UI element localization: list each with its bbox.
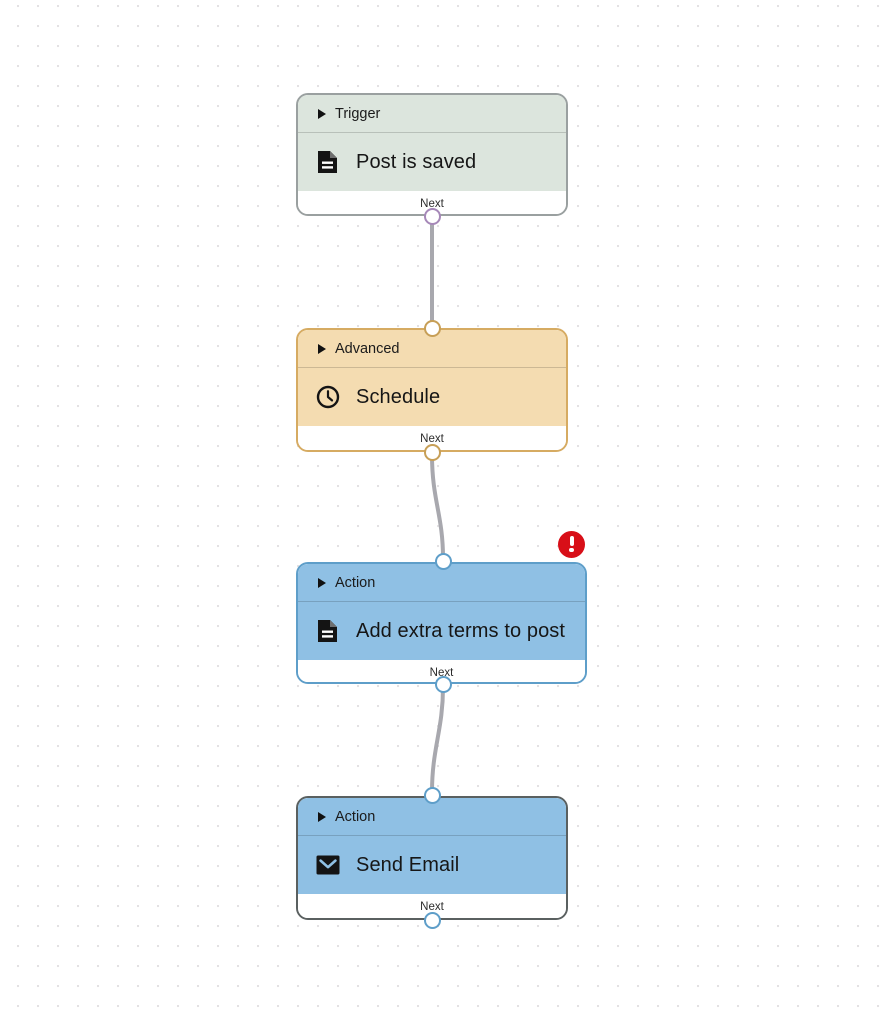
node-header[interactable]: Action	[298, 564, 585, 602]
node-body[interactable]: Send Email	[298, 836, 566, 894]
collapse-triangle-icon[interactable]	[318, 811, 326, 822]
port-in-action-1[interactable]	[434, 552, 452, 570]
envelope-icon	[316, 853, 340, 877]
error-badge[interactable]	[558, 531, 585, 558]
node-title: Send Email	[356, 853, 460, 876]
node-type-label: Action	[335, 574, 376, 591]
node-body[interactable]: Add extra terms to post	[298, 602, 585, 660]
document-icon	[316, 619, 340, 643]
exclamation-icon	[569, 536, 574, 546]
node-title: Post is saved	[356, 150, 477, 173]
edge-advanced-to-action-1	[430, 453, 445, 560]
node-title: Schedule	[356, 385, 441, 408]
exclamation-dot	[569, 548, 574, 553]
port-in-advanced[interactable]	[423, 319, 441, 337]
port-out-action-2[interactable]	[423, 911, 441, 929]
node-next-footer[interactable]: Next	[298, 191, 566, 214]
port-out-action-1[interactable]	[434, 675, 452, 693]
port-out-advanced[interactable]	[423, 443, 441, 461]
port-out-trigger[interactable]	[423, 207, 441, 225]
node-type-label: Trigger	[335, 105, 381, 122]
node-type-label: Advanced	[335, 340, 400, 357]
port-in-action-2[interactable]	[423, 786, 441, 804]
collapse-triangle-icon[interactable]	[318, 108, 326, 119]
node-body[interactable]: Schedule	[298, 368, 566, 426]
node-header[interactable]: Action	[298, 798, 566, 836]
node-title: Add extra terms to post	[356, 619, 566, 642]
collapse-triangle-icon[interactable]	[318, 577, 326, 588]
node-header[interactable]: Advanced	[298, 330, 566, 368]
node-header[interactable]: Trigger	[298, 95, 566, 133]
document-icon	[316, 150, 340, 174]
edge-action-1-to-action-2	[430, 685, 445, 794]
collapse-triangle-icon[interactable]	[318, 343, 326, 354]
node-type-label: Action	[335, 808, 376, 825]
clock-icon	[316, 385, 340, 409]
node-body[interactable]: Post is saved	[298, 133, 566, 191]
